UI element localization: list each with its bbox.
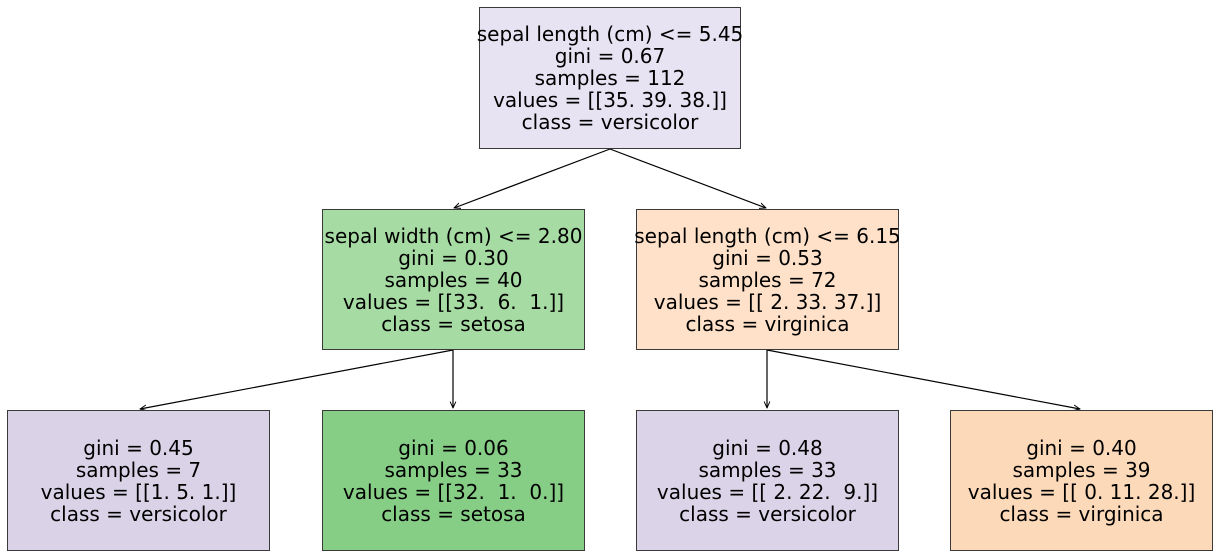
tree-leaf-left-right: gini = 0.06 samples = 33 values = [[32. … <box>322 410 585 551</box>
node-class: class = virginica <box>685 311 850 336</box>
node-class: class = setosa <box>381 311 526 336</box>
node-samples: samples = 112 <box>534 66 686 90</box>
node-class: class = versicolor <box>521 110 699 134</box>
node-class: class = versicolor <box>679 501 856 526</box>
node-values: values = [[35. 39. 38.]] <box>493 88 727 112</box>
tree-leaf-right-left: gini = 0.48 samples = 33 values = [[ 2. … <box>636 410 899 551</box>
node-samples: samples = 72 <box>698 267 837 292</box>
node-class: class = setosa <box>381 501 526 526</box>
tree-leaf-left-left: gini = 0.45 samples = 7 values = [[1. 5.… <box>7 410 270 551</box>
node-values: values = [[32. 1. 0.]] <box>342 479 565 504</box>
node-split: sepal length (cm) <= 5.45 <box>476 22 744 46</box>
edge-root-right <box>609 148 766 208</box>
node-gini: gini = 0.67 <box>554 44 666 68</box>
edge-left-leftleft <box>140 349 454 409</box>
edge-root-left <box>454 148 611 208</box>
node-gini: gini = 0.30 <box>398 245 509 270</box>
tree-node-left: sepal width (cm) <= 2.80 gini = 0.30 sam… <box>322 209 585 350</box>
node-values: values = [[1. 5. 1.]] <box>40 479 237 504</box>
node-samples: samples = 7 <box>75 457 202 482</box>
node-samples: samples = 40 <box>384 267 523 292</box>
node-gini: gini = 0.06 <box>398 435 509 460</box>
node-samples: samples = 33 <box>384 457 523 482</box>
node-samples: samples = 39 <box>1012 457 1151 482</box>
tree-leaf-right-right: gini = 0.40 samples = 39 values = [[ 0. … <box>950 410 1213 551</box>
node-values: values = [[ 2. 22. 9.]] <box>656 479 879 504</box>
tree-node-right: sepal length (cm) <= 6.15 gini = 0.53 sa… <box>634 209 901 350</box>
node-gini: gini = 0.48 <box>712 435 823 460</box>
tree-node-root: sepal length (cm) <= 5.45 gini = 0.67 sa… <box>476 7 744 149</box>
node-gini: gini = 0.40 <box>1026 435 1137 460</box>
node-values: values = [[ 2. 33. 37.]] <box>653 289 882 314</box>
node-values: values = [[33. 6. 1.]] <box>342 289 565 314</box>
node-samples: samples = 33 <box>698 457 837 482</box>
node-class: class = versicolor <box>50 501 227 526</box>
node-gini: gini = 0.53 <box>712 245 823 270</box>
node-gini: gini = 0.45 <box>83 435 194 460</box>
node-split: sepal length (cm) <= 6.15 <box>634 223 901 248</box>
node-values: values = [[ 0. 11. 28.]] <box>967 479 1196 504</box>
node-split: sepal width (cm) <= 2.80 <box>324 223 583 248</box>
node-class: class = virginica <box>999 501 1164 526</box>
edge-right-rightright <box>766 349 1080 409</box>
